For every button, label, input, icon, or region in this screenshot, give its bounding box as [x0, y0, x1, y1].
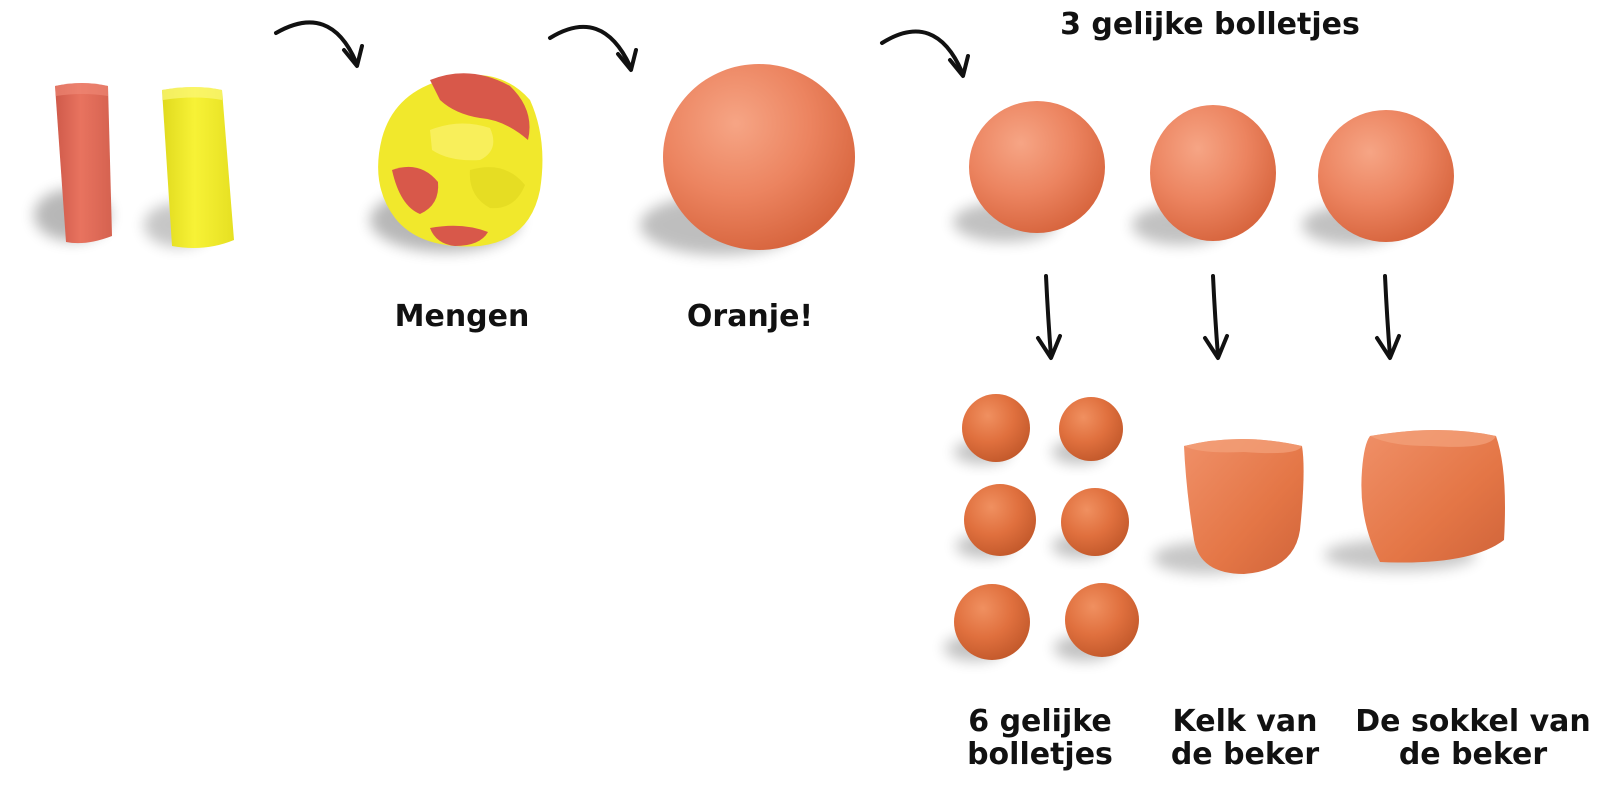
six-balls-label: 6 gelijke bolletjes [955, 705, 1125, 771]
mixed-clay-lump [370, 73, 543, 252]
orange-clay-ball [640, 64, 855, 255]
small-ball-4 [1052, 488, 1129, 558]
mix-label: Mengen [394, 299, 530, 334]
chalice-label-line1: Kelk van [1172, 704, 1318, 739]
orange-ball-2 [1132, 105, 1276, 245]
chalice-label-line2: de beker [1170, 737, 1320, 772]
down-arrow-icon [1203, 274, 1229, 360]
small-ball-6 [1054, 583, 1139, 661]
small-ball-3 [956, 484, 1036, 558]
curved-arrow-icon [548, 24, 638, 72]
down-arrow-icon [1375, 274, 1401, 360]
chalice-label: Kelk van de beker [1160, 705, 1330, 771]
six-balls-label-line1: 6 gelijke [968, 704, 1112, 739]
orange-ball-1 [953, 101, 1105, 242]
orange-ball-3 [1302, 110, 1454, 245]
small-ball-1 [954, 394, 1030, 464]
small-ball-2 [1052, 397, 1123, 464]
down-arrow-icon [1036, 274, 1062, 360]
red-clay-disc [34, 83, 112, 244]
chalice-clay-piece [1153, 439, 1304, 574]
curved-arrow-icon [274, 20, 364, 68]
three-balls-heading: 3 gelijke bolletjes [1060, 7, 1360, 42]
six-balls-label-line2: bolletjes [967, 737, 1113, 772]
small-ball-5 [944, 584, 1030, 661]
orange-label: Oranje! [686, 299, 814, 334]
base-clay-piece [1324, 430, 1505, 571]
yellow-clay-disc [144, 87, 234, 248]
base-label-line1: De sokkel van [1355, 704, 1591, 739]
base-label-line2: de beker [1398, 737, 1548, 772]
base-label: De sokkel van de beker [1354, 705, 1592, 771]
curved-arrow-icon [880, 29, 970, 78]
